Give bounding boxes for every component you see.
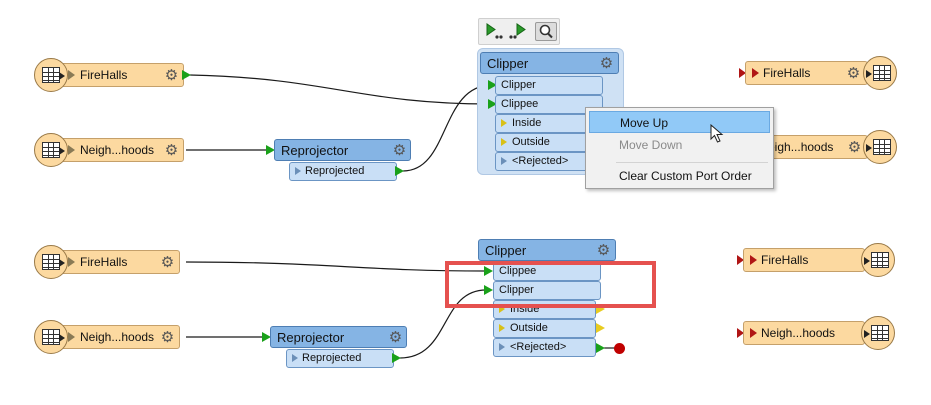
wire-firehalls-to-clippee-bottom [185,261,487,272]
writer-table-icon [861,243,895,277]
input-port-icon[interactable] [739,68,746,78]
menu-separator [616,162,768,163]
gear-icon[interactable]: ⚙ [596,242,611,259]
expand-arrow-icon[interactable] [750,255,757,265]
feature-type-label: eigh...hoods [768,140,834,154]
gear-icon[interactable]: ⚙ [160,329,175,346]
highlight-box [445,261,656,308]
wire-reprojected-to-clipper-bottom [399,289,487,359]
gear-icon[interactable]: ⚙ [164,142,179,159]
writer-table-icon [861,316,895,350]
expand-arrow-icon[interactable] [68,145,75,155]
output-port-reprojected[interactable]: Reprojected [286,349,394,368]
wire-firehalls-to-clippee [189,74,491,105]
expand-arrow-icon[interactable] [68,70,75,80]
magnifier-icon[interactable] [535,22,557,41]
expand-arrow-icon[interactable] [68,257,75,267]
feature-type-label: Neigh...hoods [80,330,155,344]
unconnected-output-icon[interactable] [596,323,605,333]
writer-table-icon [863,130,897,164]
transformer-title: Clipper [485,243,527,258]
output-port-outside[interactable]: Outside [495,133,590,152]
writer-firehalls[interactable]: FireHalls ⚙ [745,61,868,85]
expand-arrow-icon[interactable] [752,68,759,78]
mouse-cursor-icon [710,124,724,143]
unconnected-output-icon[interactable] [596,304,605,314]
gear-icon[interactable]: ⚙ [599,55,614,72]
termination-dot-icon [614,343,625,354]
run-from-this-icon[interactable] [507,22,529,41]
writer-table-icon [863,56,897,90]
gear-icon[interactable]: ⚙ [847,139,862,156]
input-port-clippee[interactable]: Clippee [495,95,603,114]
output-port-outside[interactable]: Outside [493,319,596,338]
clipper-transformer[interactable]: Clipper ⚙ [480,52,619,74]
gear-icon[interactable]: ⚙ [846,65,861,82]
input-port-icon[interactable] [266,145,275,155]
expand-arrow-icon[interactable] [750,328,757,338]
menu-item-move-down[interactable]: Move Down [619,138,683,152]
writer-neighborhoods[interactable]: Neigh...hoods [743,321,865,345]
input-port-icon[interactable] [737,255,744,265]
feature-type-label: FireHalls [80,255,128,269]
input-port-clipper[interactable]: Clipper [493,281,601,300]
input-port-clipper[interactable]: Clipper [495,76,603,95]
output-port-rejected[interactable]: <Rejected> [495,152,590,171]
expand-arrow-icon[interactable] [68,332,75,342]
output-port-icon[interactable] [392,353,401,363]
feature-type-label: Neigh...hoods [761,326,836,340]
input-port-clippee[interactable]: Clippee [493,262,601,281]
reprojector-transformer[interactable]: Reprojector ⚙ [274,139,411,161]
output-port-icon[interactable] [596,343,605,353]
reader-neighborhoods[interactable]: Neigh...hoods ⚙ [58,138,184,162]
output-port-rejected[interactable]: <Rejected> [493,338,596,357]
output-port-icon[interactable] [182,70,191,80]
feature-type-label: FireHalls [763,66,811,80]
reader-firehalls[interactable]: FireHalls ⚙ [58,250,180,274]
gear-icon[interactable]: ⚙ [164,67,179,84]
output-port-reprojected[interactable]: Reprojected [289,162,397,181]
transformer-title: Clipper [487,56,529,71]
reader-table-icon [34,245,68,279]
clipper-transformer[interactable]: Clipper ⚙ [478,239,616,261]
port-context-menu: Move Up Move Down Clear Custom Port Orde… [585,107,774,189]
output-port-icon[interactable] [395,166,404,176]
wire-reprojected-to-clipper [402,84,493,172]
input-port-icon[interactable] [484,266,493,276]
reader-table-icon [34,58,68,92]
input-port-icon[interactable] [737,328,744,338]
input-port-icon[interactable] [488,80,497,90]
feature-type-label: Neigh...hoods [80,143,155,157]
gear-icon[interactable]: ⚙ [160,254,175,271]
gear-icon[interactable]: ⚙ [392,142,407,159]
writer-neighborhoods[interactable]: eigh...hoods ⚙ [760,135,868,159]
reader-table-icon [34,133,68,167]
input-port-icon[interactable] [262,332,271,342]
feature-type-label: FireHalls [80,68,128,82]
output-port-inside[interactable]: Inside [495,114,590,133]
input-port-icon[interactable] [488,99,497,109]
transformer-toolbar [478,18,560,45]
transformer-title: Reprojector [277,330,345,345]
menu-item-move-up[interactable]: Move Up [589,111,770,133]
gear-icon[interactable]: ⚙ [388,329,403,346]
feature-type-label: FireHalls [761,253,809,267]
reader-neighborhoods[interactable]: Neigh...hoods ⚙ [58,325,180,349]
reader-firehalls[interactable]: FireHalls ⚙ [58,63,184,87]
reader-table-icon [34,320,68,354]
writer-firehalls[interactable]: FireHalls [743,248,865,272]
run-to-this-icon[interactable] [482,22,504,41]
transformer-title: Reprojector [281,143,349,158]
input-port-icon[interactable] [484,285,493,295]
menu-item-clear-custom-port-order[interactable]: Clear Custom Port Order [619,169,752,183]
reprojector-transformer[interactable]: Reprojector ⚙ [270,326,407,348]
